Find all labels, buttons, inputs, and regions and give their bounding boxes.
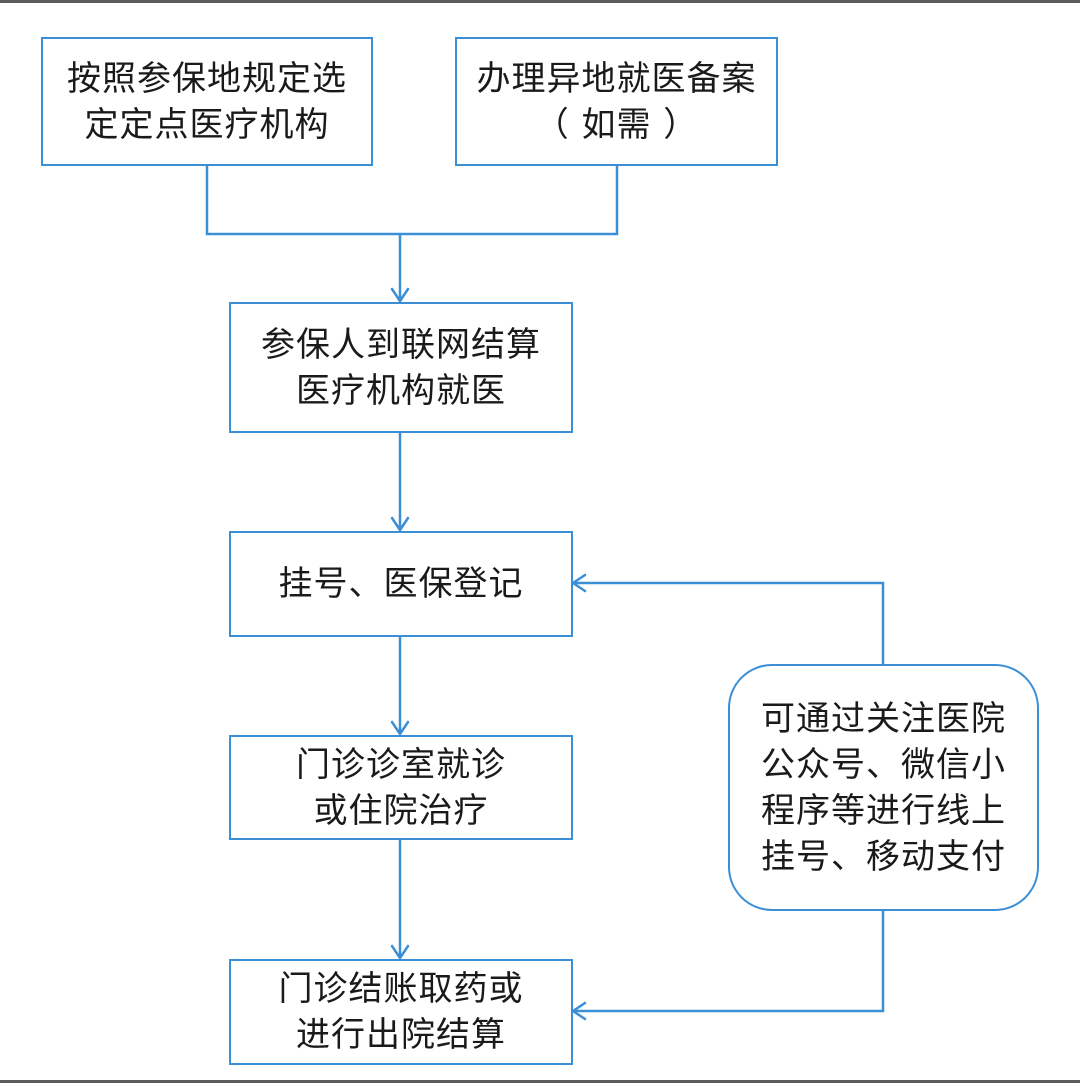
node-remote-filing: 办理异地就医备案 （ 如需 ） <box>455 37 778 166</box>
arrow-note-to-registration <box>573 581 885 664</box>
merge-connector <box>205 165 619 236</box>
node-checkout-line1: 门诊结账取药或 <box>278 969 524 1009</box>
node-treatment-line2: 或住院治疗 <box>313 790 489 831</box>
node-registration-line1: 挂号、医保登记 <box>278 564 524 604</box>
arrowhead-checkout <box>390 944 410 960</box>
node-visit-hospital-line2: 医疗机构就医 <box>296 370 506 411</box>
node-online-note-line2: 公众号、微信小 <box>761 744 1006 785</box>
node-online-note-line3: 程序等进行线上 <box>761 790 1006 831</box>
node-treatment: 门诊诊室就诊 或住院治疗 <box>229 735 573 840</box>
node-checkout-line2: 进行出院结算 <box>296 1015 506 1055</box>
node-select-institution-line2: 定定点医疗机构 <box>84 104 330 145</box>
arrow-note-to-checkout <box>573 910 885 1013</box>
arrowhead-registration-side <box>571 573 587 593</box>
node-remote-filing-line2: （ 如需 ） <box>534 104 699 145</box>
node-online-note-line4: 挂号、移动支付 <box>761 836 1006 877</box>
arrowhead-treatment <box>390 720 410 736</box>
node-treatment-line1: 门诊诊室就诊 <box>296 744 506 785</box>
arrowhead-visit-hospital <box>390 287 410 303</box>
arrowhead-checkout-side <box>571 1001 587 1021</box>
node-select-institution-line1: 按照参保地规定选 <box>67 58 347 99</box>
arrowhead-registration <box>390 516 410 532</box>
bottom-border-line <box>0 1080 1080 1083</box>
node-remote-filing-line1: 办理异地就医备案 <box>476 58 757 99</box>
top-border-line <box>0 0 1080 3</box>
node-checkout: 门诊结账取药或 进行出院结算 <box>229 959 573 1065</box>
node-registration: 挂号、医保登记 <box>229 531 573 637</box>
node-online-note: 可通过关注医院 公众号、微信小 程序等进行线上 挂号、移动支付 <box>728 664 1039 911</box>
node-visit-hospital: 参保人到联网结算 医疗机构就医 <box>229 302 573 433</box>
node-select-institution: 按照参保地规定选 定定点医疗机构 <box>41 37 373 166</box>
node-online-note-line1: 可通过关注医院 <box>761 698 1006 739</box>
node-visit-hospital-line1: 参保人到联网结算 <box>261 324 541 365</box>
